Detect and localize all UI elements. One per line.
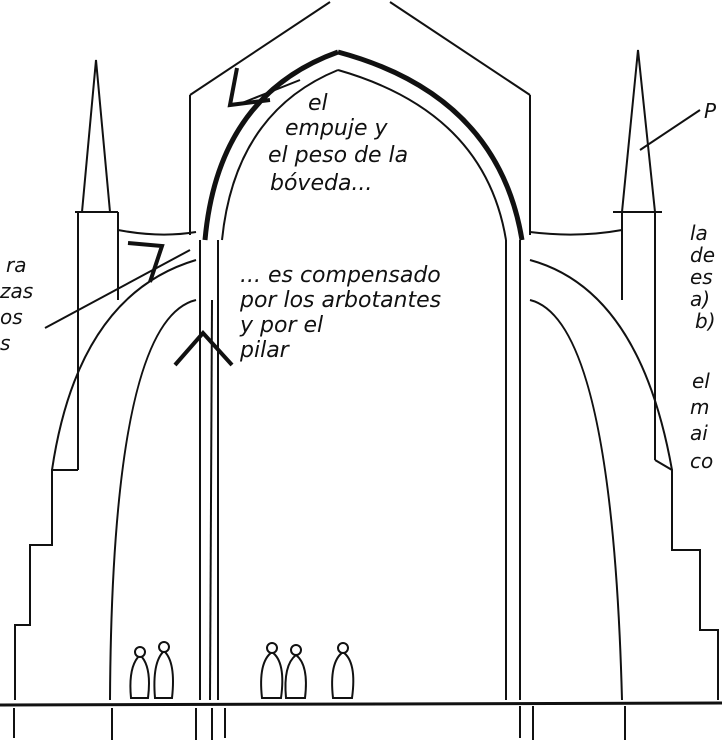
gable-outline: [189, 1, 531, 235]
top-annotation-line-1: el: [308, 91, 328, 116]
right-list-line-5: b): [695, 309, 716, 333]
top-annotation-line-3: el peso de la: [268, 143, 408, 168]
right-list-line-3: es: [690, 265, 713, 289]
right-list-line-2: de: [690, 243, 715, 267]
right-list-line-1: la: [690, 221, 708, 245]
middle-annotation-line-2: por los arbotantes: [239, 288, 441, 313]
right-top-fragment-line-1: P: [704, 99, 717, 123]
right-top-annotation-fragment: P: [704, 99, 717, 123]
middle-annotation-line-1: ... es compensado: [240, 263, 441, 288]
top-annotation-line-2: empuje y: [285, 116, 389, 141]
middle-annotation-line-3: y por el: [239, 313, 323, 338]
right-lower-line-3: ai: [690, 421, 708, 445]
left-fragment-line-4: s: [0, 331, 10, 355]
buttress-arrow-icon: [44, 241, 191, 329]
figures-left: [129, 641, 174, 699]
middle-annotation-line-4: pilar: [239, 338, 291, 363]
thrust-arrow-icon: [227, 67, 301, 108]
left-fragment-line-1: ra: [6, 253, 26, 277]
central-vault: [202, 49, 525, 241]
left-buttress: [14, 59, 197, 701]
right-lower-line-4: co: [690, 449, 713, 473]
right-buttress: [529, 49, 719, 701]
top-annotation-line-4: bóveda...: [270, 171, 372, 196]
ground-ticks: [13, 706, 626, 740]
middle-annotation: ... es compensado por los arbotantes y p…: [239, 263, 441, 363]
right-list-line-4: a): [690, 287, 710, 311]
right-lower-line-2: m: [690, 395, 709, 419]
left-annotation-fragment: ra zas os s: [0, 253, 33, 355]
right-pointer-line: [639, 109, 701, 151]
right-lower-line-1: el: [692, 369, 710, 393]
left-fragment-line-3: os: [0, 305, 23, 329]
ground-line: [0, 701, 722, 707]
top-annotation: el empuje y el peso de la bóveda...: [268, 91, 408, 196]
right-list-annotation-fragment: la de es a) b): [690, 221, 716, 333]
central-pillars: [199, 240, 521, 701]
figures-center: [260, 642, 355, 699]
left-fragment-line-2: zas: [0, 279, 33, 303]
right-lower-annotation-fragment: el m ai co: [690, 369, 713, 473]
pillar-arrow-icon: [173, 329, 234, 367]
